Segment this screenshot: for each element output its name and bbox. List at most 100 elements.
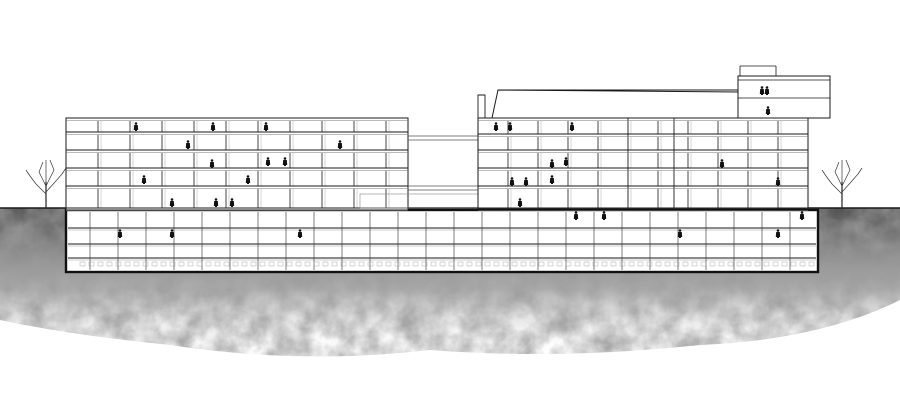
person-figure-icon — [282, 157, 288, 166]
person-figure-icon — [549, 175, 555, 184]
person-head — [118, 229, 122, 232]
parking-stall — [133, 261, 140, 267]
parking-stall — [781, 261, 788, 267]
person-body — [569, 125, 575, 131]
tree-branch — [38, 171, 47, 187]
person-head — [678, 229, 682, 232]
parking-stall — [475, 261, 482, 267]
parking-stall — [664, 261, 671, 267]
parking-stall — [592, 261, 599, 267]
person-body — [282, 160, 288, 166]
person-figure-icon — [229, 198, 235, 207]
person-body — [563, 160, 569, 166]
person-body — [213, 201, 219, 207]
parking-stall — [736, 261, 743, 267]
connecting-bridge — [359, 135, 481, 209]
parking-stall — [88, 261, 95, 267]
parking-stall — [691, 261, 698, 267]
tree-branch — [834, 171, 843, 187]
parking-stall — [250, 261, 257, 267]
parking-stall — [727, 261, 734, 267]
parking-stall — [349, 261, 356, 267]
parking-stall — [295, 261, 302, 267]
person-figure-icon — [759, 86, 765, 95]
person-head — [765, 86, 769, 89]
parking-stall — [457, 261, 464, 267]
person-figure-icon — [799, 211, 805, 220]
person-body — [117, 232, 123, 238]
parking-stall — [574, 261, 581, 267]
tree-branch — [850, 173, 859, 183]
parking-stall — [142, 261, 149, 267]
left-building-block — [65, 117, 409, 211]
parking-stall — [313, 261, 320, 267]
person-figure-icon — [169, 198, 175, 207]
person-head — [800, 211, 804, 214]
person-head — [776, 177, 780, 180]
tree-branch — [25, 169, 31, 177]
parking-stall — [385, 261, 392, 267]
person-body — [265, 160, 271, 166]
person-figure-icon — [185, 140, 191, 149]
person-figure-icon — [210, 122, 216, 131]
parking-stall — [520, 261, 527, 267]
person-body — [759, 89, 765, 95]
parking-stall — [619, 261, 626, 267]
person-figure-icon — [213, 198, 219, 207]
parking-stall — [115, 261, 122, 267]
parking-stall — [358, 261, 365, 267]
parking-stall — [772, 261, 779, 267]
person-figure-icon — [764, 86, 770, 95]
parking-stall — [808, 261, 815, 267]
person-head — [508, 122, 512, 125]
person-head — [776, 229, 780, 232]
person-figure-icon — [337, 140, 343, 149]
parking-stall — [502, 261, 509, 267]
person-figure-icon — [523, 177, 529, 186]
parking-stall — [439, 261, 446, 267]
parking-stall — [628, 261, 635, 267]
bare-tree-icon — [25, 159, 67, 208]
parking-stall — [556, 261, 563, 267]
parking-stall — [124, 261, 131, 267]
parking-stall — [394, 261, 401, 267]
person-head — [518, 198, 522, 201]
person-figure-icon — [765, 106, 771, 115]
tree-branch — [834, 161, 840, 173]
person-body — [133, 125, 139, 131]
parking-stall — [448, 261, 455, 267]
person-body — [297, 232, 303, 238]
bare-tree-icon — [821, 159, 863, 208]
person-figure-icon — [133, 122, 139, 131]
person-head — [494, 122, 498, 125]
person-head — [264, 122, 268, 125]
parking-stall — [367, 261, 374, 267]
parking-stall — [637, 261, 644, 267]
parking-stall — [799, 261, 806, 267]
person-body — [517, 201, 523, 207]
person-head — [524, 177, 528, 180]
person-body — [509, 180, 515, 186]
person-head — [550, 175, 554, 178]
parking-stall — [331, 261, 338, 267]
parking-stall — [790, 261, 797, 267]
parking-stall — [403, 261, 410, 267]
person-figure-icon — [775, 229, 781, 238]
parking-stall — [232, 261, 239, 267]
person-head — [766, 106, 770, 109]
person-body — [719, 162, 725, 168]
person-body — [549, 162, 555, 168]
person-body — [169, 232, 175, 238]
basement — [64, 208, 820, 274]
tree-branch — [821, 169, 827, 177]
person-head — [720, 159, 724, 162]
person-figure-icon — [263, 122, 269, 131]
person-body — [263, 125, 269, 131]
tree-branch — [825, 175, 833, 185]
person-figure-icon — [601, 211, 607, 220]
tree-branch — [35, 183, 47, 195]
parking-stall — [214, 261, 221, 267]
person-body — [764, 89, 770, 95]
parking-stall — [412, 261, 419, 267]
person-body — [765, 109, 771, 115]
